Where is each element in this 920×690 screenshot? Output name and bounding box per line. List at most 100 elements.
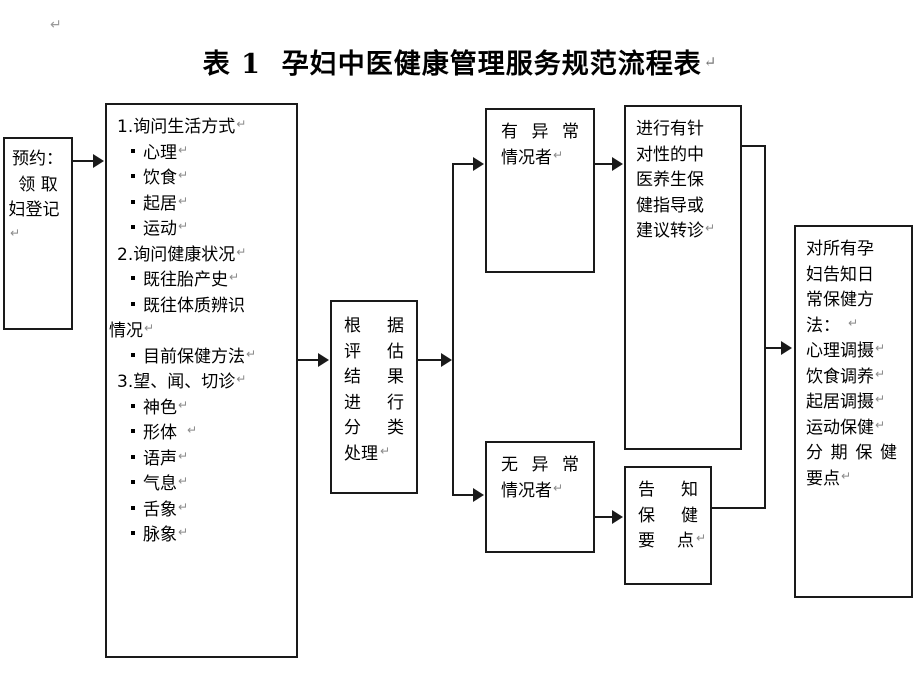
node-daily-care[interactable]: 对所有孕 妇告知日 常保健方 法：↵ 心理调摄↵ 饮食调养↵ 起居调摄↵ 运动保… xyxy=(794,225,913,598)
pilcrow-icon: ↵ xyxy=(553,480,564,495)
node-normal[interactable]: 无异常 情况者↵ xyxy=(485,441,595,553)
classify-row: 结果 xyxy=(344,367,404,387)
connector-assessment-to-classify xyxy=(298,359,319,361)
intake-line-2: 领 取 xyxy=(18,174,58,195)
pilcrow-icon: ↵ xyxy=(841,468,852,483)
daily-care-item: 运动保健↵ xyxy=(806,417,886,438)
bullet-dot-icon xyxy=(131,225,135,229)
assessment-wrap-text: 情况↵ xyxy=(109,321,155,341)
bullet-dot-icon xyxy=(131,480,135,484)
node-assessment[interactable]: 1.询问生活方式↵ 心理↵ 饮食↵ 起居↵ 运动↵ 2.询问健康状况↵ 既往胎产… xyxy=(105,103,298,658)
page-title-text: 表 1 孕妇中医健康管理服务规范流程表 xyxy=(202,49,702,80)
arrowhead-icon xyxy=(441,353,452,367)
bullet-dot-icon xyxy=(131,174,135,178)
guidance-line: 建议转诊↵ xyxy=(636,221,716,241)
connector-split-vertical xyxy=(452,163,454,496)
daily-care-item: 心理调摄↵ xyxy=(806,341,886,361)
node-classify[interactable]: 根据 评估 结果 进行 分类 处理↵ xyxy=(330,300,418,494)
assessment-item: 神色↵ xyxy=(117,396,296,422)
classify-row: 分类 xyxy=(344,418,404,438)
classify-row: 根据 xyxy=(344,316,404,336)
assessment-item: 心理↵ xyxy=(117,141,296,167)
assessment-item: 形体↵ xyxy=(117,421,296,447)
connector-inform-to-merge xyxy=(712,507,766,509)
daily-care-item: 饮食调养↵ xyxy=(806,366,886,387)
guidance-line: 健指导或 xyxy=(636,195,704,216)
pilcrow-icon: ↵ xyxy=(875,392,886,406)
assessment-item: 饮食↵ xyxy=(117,166,296,192)
connector-normal-to-inform-points xyxy=(595,516,613,518)
pilcrow-icon: ↵ xyxy=(178,525,189,539)
pilcrow-icon: ↵ xyxy=(178,448,189,463)
node-abnormal[interactable]: 有异常 情况者↵ xyxy=(485,108,595,273)
connector-split-to-normal xyxy=(452,494,474,496)
normal-line-2: 情况者↵ xyxy=(501,480,564,501)
classify-row: 进行 xyxy=(344,392,404,413)
pilcrow-icon: ↵ xyxy=(229,270,240,284)
node-inform-points[interactable]: 告知 保健 要点↵ xyxy=(624,466,712,585)
bullet-dot-icon xyxy=(131,505,135,510)
bullet-dot-icon xyxy=(131,352,135,357)
normal-line-1: 无异常 xyxy=(501,455,579,475)
pilcrow-icon: ↵ xyxy=(144,321,155,335)
pilcrow-icon: ↵ xyxy=(178,499,189,514)
connector-merge-to-daily-care xyxy=(764,347,782,349)
classify-row: 处理↵ xyxy=(336,442,412,468)
node-guidance[interactable]: 进行有针 对性的中 医养生保 健指导或 建议转诊↵ xyxy=(624,105,742,450)
intake-line-3: 妇登记 xyxy=(8,200,60,220)
arrowhead-icon xyxy=(612,510,623,524)
connector-classify-to-split xyxy=(418,359,442,361)
connector-intake-to-assessment xyxy=(73,160,94,162)
assessment-heading-1: 1.询问生活方式↵ xyxy=(117,117,247,137)
assessment-item: 目前保健方法↵ xyxy=(117,345,296,371)
pilcrow-icon: ↵ xyxy=(848,315,859,330)
pilcrow-icon: ↵ xyxy=(178,193,189,208)
daily-care-item: 起居调摄↵ xyxy=(806,392,886,412)
intake-line-1: 预约： xyxy=(12,149,63,169)
arrowhead-icon xyxy=(781,341,792,355)
pilcrow-icon: ↵ xyxy=(246,346,257,361)
pilcrow-icon: ↵ xyxy=(380,443,391,458)
inform-row: 告知 xyxy=(638,480,698,500)
pilcrow-icon: ↵ xyxy=(178,474,189,488)
guidance-line: 医养生保 xyxy=(636,170,704,190)
title-pilcrow-icon: ↵ xyxy=(703,53,718,71)
bullet-dot-icon xyxy=(131,148,135,153)
assessment-heading-3: 3.望、闻、切诊↵ xyxy=(117,372,247,392)
daily-care-header-line: 常保健方 xyxy=(806,290,874,310)
bullet-dot-icon xyxy=(131,199,135,204)
assessment-item: 语声↵ xyxy=(117,447,296,473)
pilcrow-icon: ↵ xyxy=(178,142,189,157)
connector-merge-vertical xyxy=(764,145,766,509)
pilcrow-icon: ↵ xyxy=(875,417,886,432)
connector-abnormal-to-guidance xyxy=(595,163,613,165)
connector-split-to-abnormal xyxy=(452,163,474,165)
pilcrow-icon: ↵ xyxy=(696,531,707,545)
pilcrow-icon: ↵ xyxy=(875,341,886,355)
arrowhead-icon xyxy=(473,157,484,171)
assessment-item: 舌象↵ xyxy=(117,498,296,524)
pilcrow-icon: ↵ xyxy=(236,117,247,131)
pilcrow-icon: ↵ xyxy=(236,372,247,386)
intake-trailing-pilcrow-icon: ↵ xyxy=(10,225,21,240)
arrowhead-icon xyxy=(93,154,104,168)
bullet-dot-icon xyxy=(131,531,135,535)
daily-care-item: 分期保健 xyxy=(806,443,897,463)
bullet-dot-icon xyxy=(131,301,135,306)
daily-care-header-line: 妇告知日 xyxy=(806,264,874,285)
bullet-dot-icon xyxy=(131,429,135,433)
bullet-dot-icon xyxy=(131,403,135,408)
assessment-heading-2: 2.询问健康状况↵ xyxy=(117,244,247,265)
assessment-item: 起居↵ xyxy=(117,192,296,218)
pilcrow-icon: ↵ xyxy=(705,221,716,235)
node-intake[interactable]: 预约： 领 取 妇登记 ↵ xyxy=(3,137,73,330)
abnormal-line-1: 有异常 xyxy=(501,122,579,142)
assessment-item: 气息↵ xyxy=(117,472,296,498)
pilcrow-icon: ↵ xyxy=(178,219,189,233)
inform-row: 保健 xyxy=(638,505,698,526)
bullet-dot-icon xyxy=(131,276,135,280)
connector-guidance-to-merge xyxy=(742,145,766,147)
classify-row: 评估 xyxy=(344,341,404,362)
assessment-item: 脉象↵ xyxy=(117,523,296,549)
arrowhead-icon xyxy=(473,488,484,502)
